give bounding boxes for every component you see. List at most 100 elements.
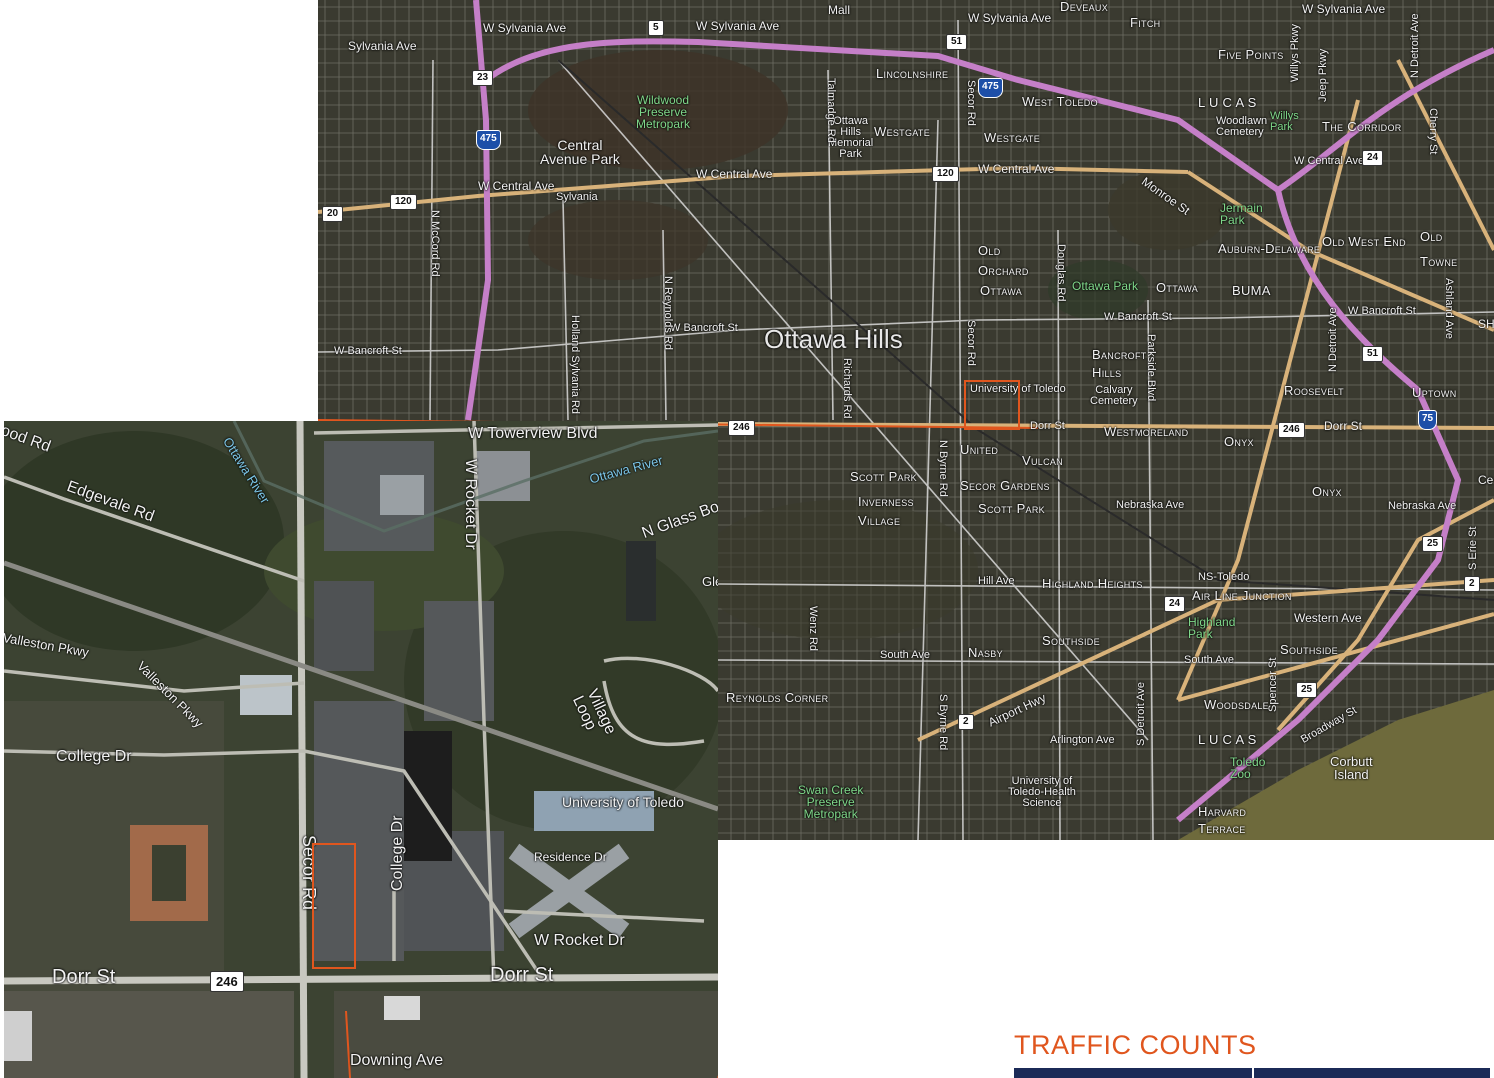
label-jermain-park: Jermain Park [1220, 201, 1263, 227]
label-spencer-st: Spencer St [1267, 657, 1279, 712]
label-secor-gardens: Secor Gardens [960, 478, 1050, 493]
label-w-central-ave: W Central Ave [978, 162, 1055, 176]
route-shield-sr246: 246 [728, 420, 755, 436]
label-ns-toledo: NS-Toledo [1198, 571, 1250, 583]
label-westmoreland: Westmoreland [1104, 424, 1189, 439]
label-ottawa-hills-memorial-park: Ottawa Hills Memorial Park [828, 115, 874, 160]
route-shield-sr2: 2 [958, 714, 974, 730]
label-ottawa-hills: Ottawa Hills [764, 324, 903, 354]
label-ottawa-park: Ottawa Park [1072, 279, 1139, 293]
route-shield-sr25: 25 [1422, 536, 1444, 552]
label-ottawa: Ottawa [980, 283, 1023, 298]
label-woodsdale: Woodsdale [1204, 697, 1269, 712]
label-west-toledo: West Toledo [1022, 94, 1098, 109]
label-w-rocket-dr: W Rocket Dr [534, 932, 625, 949]
label-w-bancroft-st: W Bancroft St [334, 345, 402, 357]
label-fitch: Fitch [1130, 15, 1161, 30]
table-column-divider [1252, 1068, 1254, 1078]
inset-map[interactable]: W Towerview Blvd Edgevale Rd ood Rd Otta… [4, 421, 718, 1078]
label-w-bancroft-st: W Bancroft St [1104, 311, 1172, 323]
label-dorr-st: Dorr St [52, 966, 116, 988]
route-shield-sr51: 51 [1362, 346, 1384, 362]
label-ce: Ce [1478, 473, 1494, 487]
label-douglas-rd: Douglas Rd [1055, 244, 1067, 302]
route-shield-sr2: 2 [1464, 576, 1480, 592]
label-n-detroit-ave: N Detroit Ave [1409, 13, 1421, 78]
label-bancroft-hills: Bancroft Hills [1092, 347, 1147, 381]
label-secor-rd: Secor Rd [965, 80, 977, 126]
label-sylvania-ave: Sylvania Ave [348, 39, 417, 53]
label-sylvania: Sylvania [556, 191, 598, 203]
traffic-counts-table-header [1014, 1068, 1490, 1078]
label-n-reynolds-rd: N Reynolds Rd [662, 276, 674, 350]
label-wildwood-preserve: Wildwood Preserve Metropark [636, 93, 691, 131]
label-reynolds-corner: Reynolds Corner [726, 690, 829, 705]
route-shield-sr24: 24 [1362, 150, 1384, 166]
route-shield-i475: 475 [476, 130, 501, 150]
route-shield-i75: 75 [1418, 410, 1438, 430]
label-nebraska-ave: Nebraska Ave [1388, 500, 1457, 512]
label-w-sylvania-ave: W Sylvania Ave [1302, 2, 1386, 16]
label-uptown: Uptown [1412, 385, 1457, 400]
label-willys-pkwy: Willys Pkwy [1289, 23, 1301, 82]
label-dorr-st: Dorr St [1030, 420, 1065, 432]
label-south-ave: South Ave [880, 649, 930, 661]
label-southside: Southside [1280, 642, 1338, 657]
label-cherry-st: Cherry St [1427, 108, 1439, 155]
label-onyx: Onyx [1224, 434, 1254, 449]
label-mall: Mall [828, 3, 851, 17]
label-w-bancroft-st: W Bancroft St [1348, 305, 1416, 317]
traffic-counts-title: TRAFFIC COUNTS [1014, 1030, 1257, 1060]
label-inverness-village: Inverness Village [858, 494, 914, 528]
route-shield-sr246: 246 [1278, 422, 1305, 438]
label-highland-heights: Highland Heights [1042, 576, 1143, 591]
label-w-rocket-dr: W Rocket Dr [462, 459, 479, 550]
label-s-detroit-ave: S Detroit Ave [1135, 682, 1147, 746]
label-lucas-county: L U C A S [1198, 95, 1257, 110]
label-roosevelt: Roosevelt [1284, 383, 1344, 398]
label-university-of-toledo: University of Toledo [970, 383, 1066, 395]
label-college-dr: College Dr [56, 748, 132, 765]
label-united: United [960, 442, 999, 457]
label-dorr-st: Dorr St [490, 964, 554, 986]
label-w-central-ave: W Central Ave [1294, 155, 1365, 167]
label-arlington-ave: Arlington Ave [1050, 734, 1115, 746]
label-calvary-cemetery: Calvary Cemetery [1090, 384, 1138, 407]
label-w-sylvania-ave: W Sylvania Ave [696, 19, 780, 33]
label-southside: Southside [1042, 633, 1100, 648]
label-secor-rd: Secor Rd [965, 320, 977, 366]
label-scott-park: Scott Park [850, 469, 917, 484]
label-university-of-toledo: University of Toledo [562, 794, 684, 810]
label-n-byrne-rd: N Byrne Rd [937, 440, 949, 497]
route-shield-sr5: 5 [648, 20, 664, 36]
label-n-detroit-ave: N Detroit Ave [1327, 307, 1339, 372]
route-shield-sr120: 120 [932, 166, 959, 182]
route-shield-sr24: 24 [1164, 596, 1186, 612]
label-college-dr: College Dr [389, 815, 406, 891]
route-shield-sr246: 246 [210, 971, 244, 992]
route-shield-sr120: 120 [390, 194, 417, 210]
label-air-line-junction: Air Line Junction [1192, 588, 1292, 603]
label-talmadge-rd: Talmadge Rd [825, 78, 837, 143]
label-toledo-zoo: Toledo Zoo [1230, 755, 1266, 781]
label-w-central-ave: W Central Ave [696, 167, 773, 181]
label-jeep-pkwy: Jeep Pkwy [1317, 48, 1329, 102]
label-woodlawn-cemetery: Woodlawn Cemetery [1216, 115, 1268, 138]
label-w-central-ave: W Central Ave [478, 179, 555, 193]
route-shield-sr20: 20 [322, 206, 344, 222]
label-highland-park: Highland Park [1188, 615, 1236, 641]
label-willys-park: Willys Park [1270, 110, 1299, 133]
label-w-sylvania-ave: W Sylvania Ave [483, 21, 567, 35]
label-ut-health-science: University of Toledo-Health Science [1008, 775, 1076, 809]
label-nebraska-ave: Nebraska Ave [1116, 499, 1185, 511]
label-south-ave: South Ave [1184, 654, 1234, 666]
label-residence-dr: Residence Dr [534, 850, 607, 864]
label-holland-sylvania-rd: Holland Sylvania Rd [569, 315, 581, 415]
label-old-towne: Old Towne [1420, 229, 1458, 269]
label-parkside-blvd: Parkside Blvd [1145, 334, 1157, 402]
label-onyx: Onyx [1312, 484, 1342, 499]
label-w-sylvania-ave: W Sylvania Ave [968, 11, 1052, 25]
highlight-site-parcel [312, 843, 356, 969]
label-gle: Gle [702, 574, 718, 589]
label-ashland-ave: Ashland Ave [1443, 278, 1455, 339]
